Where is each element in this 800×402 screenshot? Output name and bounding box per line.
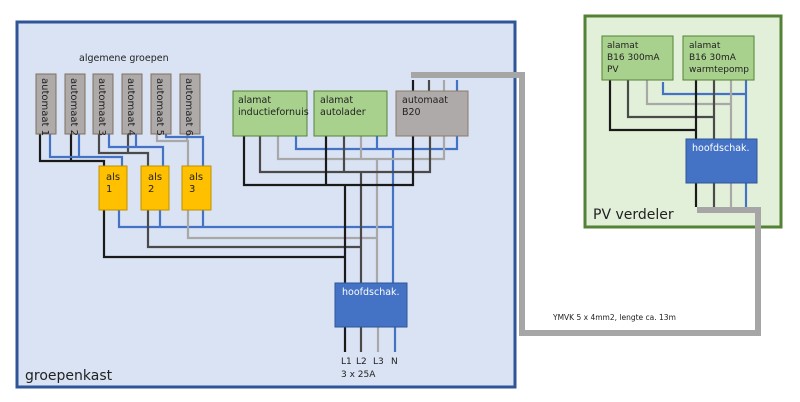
als-2-line2: 2	[148, 184, 154, 195]
als-3-line2: 3	[189, 184, 195, 195]
automaat-6	[179, 73, 201, 135]
alamat-warmtepomp-line2: B16 30mA	[689, 53, 737, 63]
wire-l3	[645, 80, 731, 106]
wire-l1	[102, 210, 345, 259]
wire-l3	[155, 134, 190, 167]
automaat-4-label: automaat 4	[125, 78, 136, 136]
automaat-6-label: automaat 6	[183, 78, 194, 136]
wires-als-to-hoofdschakelaar	[102, 210, 393, 259]
als-2	[140, 165, 170, 211]
als-1	[98, 165, 128, 211]
alamat-inductiefornuis-line2: inductiefornuis	[238, 107, 309, 118]
automaat-2	[64, 73, 86, 135]
alamat-autolader	[313, 90, 388, 137]
wire-n	[164, 134, 205, 167]
alamat-inductiefornuis-line1: alamat	[238, 95, 271, 106]
automaat-4	[121, 73, 143, 135]
hoofdschakelaar-pv	[685, 138, 758, 184]
alamat-warmtepomp	[682, 35, 755, 81]
hoofdschakelaar-groepenkast-label: hoofdschak.	[342, 287, 400, 298]
automaat-5-label: automaat 5	[154, 78, 165, 136]
cable-label: YMVK 5 x 4mm2, lengte ca. 13m	[552, 313, 676, 322]
automaat-1-label: automaat 1	[39, 78, 50, 136]
als-3-line1: als	[189, 172, 203, 183]
wire-n	[48, 134, 124, 167]
wire-l2	[97, 134, 150, 167]
alamat-warmtepomp-line3: warmtepomp	[689, 65, 749, 75]
algemene-groepen-label: algemene groepen	[79, 53, 169, 64]
hoofdschakelaar-pv-label: hoofdschak.	[692, 143, 750, 154]
automaat-5	[150, 73, 172, 135]
automaat-3	[92, 73, 114, 135]
wire-l3	[186, 210, 377, 240]
phase-label-n: N	[391, 357, 398, 367]
als-2-line1: als	[148, 172, 162, 183]
wire-n	[661, 82, 746, 96]
als-1-line2: 1	[106, 184, 112, 195]
hoofdschakelaar-groepenkast	[334, 282, 408, 328]
alamat-pv-line1: alamat	[607, 41, 639, 51]
automaat-2-label: automaat 2	[68, 78, 79, 136]
ymvk-cable	[411, 72, 761, 336]
als-group: als 1 als 2 als 3	[98, 165, 212, 211]
supply-rating: 3 x 25A	[341, 370, 376, 380]
alamat-autolader-line2: autolader	[320, 107, 366, 118]
automaat-b20	[395, 90, 469, 137]
wires-pv	[608, 80, 748, 207]
alamat-warmtepomp-line1: alamat	[689, 41, 721, 51]
pv-verdeler-label: PV verdeler	[593, 207, 674, 223]
wires-bus	[242, 80, 459, 284]
alamat-pv-line2: B16 300mA	[607, 53, 660, 63]
wire-l2	[626, 80, 714, 119]
phase-label-l1: L1	[341, 357, 352, 367]
wires-supply	[343, 327, 397, 352]
alamat-pv-line3: PV	[607, 65, 619, 75]
wire-n	[117, 210, 393, 229]
wire-l1	[608, 80, 696, 132]
automaat-1	[35, 73, 57, 135]
groepenkast-label: groepenkast	[25, 368, 113, 384]
automaat-b20-line2: B20	[402, 107, 421, 118]
wire-l1	[242, 136, 415, 187]
phase-label-l3: L3	[373, 357, 384, 367]
automaat-3-label: automaat 3	[96, 78, 107, 136]
alamat-pv	[601, 35, 674, 81]
alamat-inductiefornuis	[232, 90, 308, 137]
als-1-line1: als	[106, 172, 120, 183]
wires-automaten-to-als	[38, 134, 205, 167]
phase-label-l2: L2	[356, 357, 367, 367]
als-3	[181, 165, 212, 211]
alamat-autolader-line1: alamat	[320, 95, 353, 106]
automaten-group: automaat 1 automaat 2 automaat 3 automaa…	[35, 73, 201, 136]
automaat-b20-line1: automaat	[402, 95, 448, 106]
wire-l2	[146, 210, 361, 249]
